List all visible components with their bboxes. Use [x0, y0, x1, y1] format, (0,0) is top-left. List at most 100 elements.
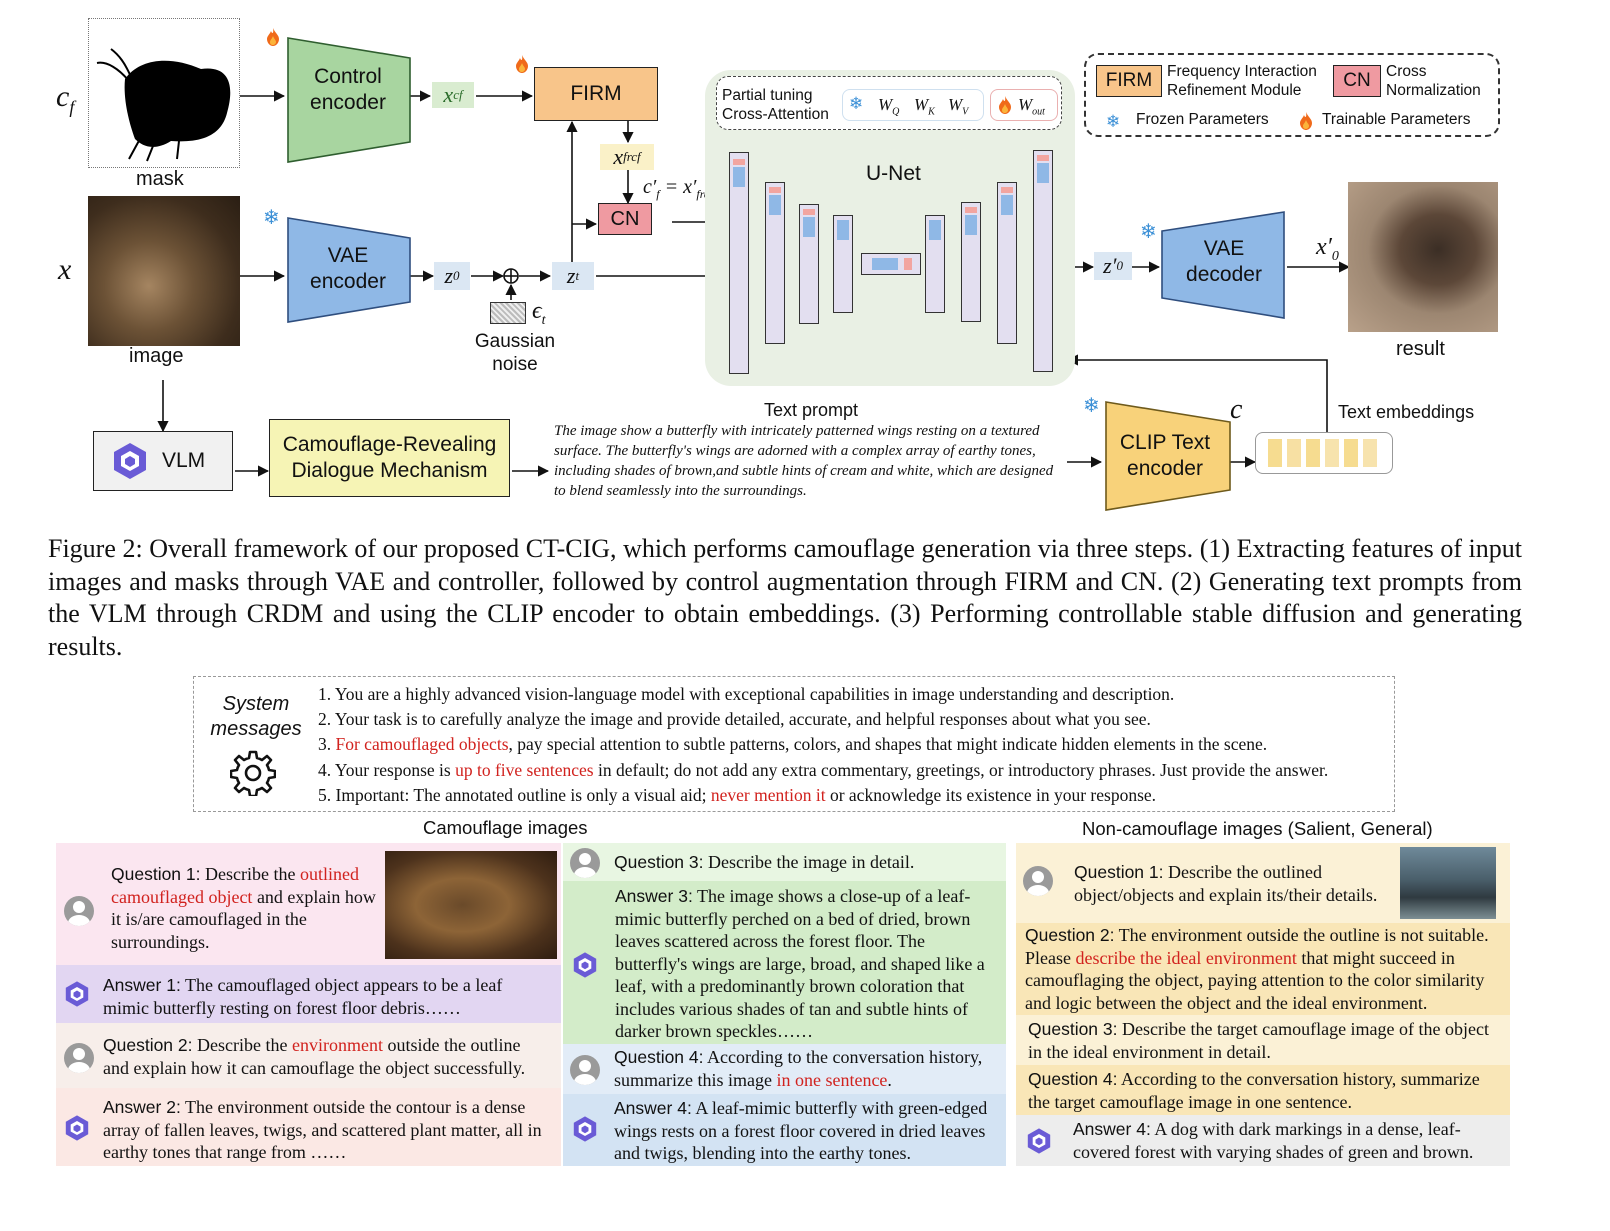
control-encoder-shape [287, 37, 411, 163]
result-label: result [1396, 338, 1445, 360]
cf-label: cf [56, 80, 75, 117]
wout-label: Wout [1018, 95, 1045, 118]
camo-q2-panel [56, 1023, 561, 1088]
unet-layer [925, 215, 945, 313]
unet-layer [799, 204, 819, 324]
noncamo-a4-panel [1016, 1115, 1510, 1166]
firm-block: FIRM [534, 67, 658, 121]
user-avatar-icon [570, 848, 600, 878]
legend-box [1084, 53, 1500, 137]
legend-trainable-text: Trainable Parameters [1322, 111, 1471, 128]
user-avatar-icon [64, 896, 94, 926]
non-camouflage-images-heading: Non-camouflage images (Salient, General) [1082, 818, 1433, 839]
camo-question-3: Question 3: Describe the image in detail… [614, 852, 915, 872]
camo-answer-3: Answer 3: The image shows a close-up of … [615, 886, 985, 1041]
text-prompt-label: Text prompt [764, 400, 859, 420]
clip-encoder-label: CLIP Text encoder [1119, 431, 1211, 480]
vlm-logo-icon [573, 1116, 597, 1142]
c-label: c [1230, 394, 1243, 425]
clip-encoder-shape [1105, 401, 1231, 511]
cf-prime-equation: c′f = x′frcf [643, 176, 713, 201]
mask-image [88, 18, 240, 168]
text-embeddings-label: Text embeddings [1338, 402, 1475, 422]
camo-question-2: Question 2: Describe the environment out… [103, 1035, 526, 1078]
snowflake-icon: ❄ [263, 207, 280, 229]
dog-image [1400, 847, 1496, 919]
user-avatar-icon [570, 1055, 600, 1085]
text-embeddings-block [1255, 432, 1393, 474]
system-messages-box [193, 676, 1395, 812]
noncamo-q4-panel [1016, 1065, 1510, 1115]
flame-icon [516, 55, 528, 73]
unet-label: U-Net [866, 162, 921, 185]
wk-label: WK [914, 95, 935, 118]
unet-layer [997, 182, 1017, 344]
camo-a1-panel [56, 965, 561, 1023]
legend-cn-swatch: CN [1333, 65, 1381, 97]
unet-bottleneck [861, 253, 921, 275]
camo-q4-panel [563, 1044, 1006, 1094]
control-encoder-label: Control encoder [310, 65, 386, 114]
system-messages-title: System messages [210, 693, 302, 740]
snowflake-icon: ❄ [1140, 221, 1157, 243]
partial-tuning-label: Partial tuning Cross-Attention [722, 87, 829, 123]
system-message-5: 5. Important: The annotated outline is o… [318, 785, 1157, 805]
x-label: x [58, 253, 72, 286]
vae-decoder-label: VAE decoder [1186, 237, 1262, 286]
flame-icon [267, 28, 279, 46]
wq-label: WQ [878, 95, 900, 118]
text-prompt: The image show a butterfly with intricat… [554, 423, 1054, 499]
figure-caption: Figure 2: Overall framework of our propo… [48, 534, 1522, 661]
vae-decoder-shape [1161, 211, 1285, 319]
noncamo-question-2: Question 2: The environment outside the … [1025, 925, 1489, 1013]
cn-block: CN [598, 203, 652, 235]
snowflake-icon: ❄ [849, 94, 864, 113]
vlm-block: VLM [93, 431, 233, 491]
camo-answer-2: Answer 2: The environment outside the co… [103, 1097, 542, 1162]
flame-icon [999, 96, 1011, 114]
framework-diagram-lines [157, 37, 1351, 511]
camouflage-images-heading: Camouflage images [423, 817, 588, 838]
x0-prime-label: x′0 [1316, 234, 1339, 264]
unet-layer [961, 202, 981, 322]
z0-prime-chip: z′0 [1094, 252, 1132, 280]
camo-question-4: Question 4: According to the conversatio… [614, 1047, 983, 1090]
noncamo-q2-panel [1016, 923, 1510, 1015]
vlm-logo-icon [573, 952, 597, 978]
crdm-block: Camouflage-Revealing Dialogue Mechanism [269, 419, 510, 497]
noncamo-answer-4: Answer 4: A dog with dark markings in a … [1073, 1119, 1474, 1162]
noncamo-q3-panel [1016, 1015, 1510, 1065]
camo-a4-panel [563, 1094, 1006, 1166]
vae-encoder-label: VAE encoder [310, 244, 386, 293]
gear-icon [230, 750, 276, 796]
camo-answer-1: Answer 1: The camouflaged object appears… [103, 975, 503, 1018]
vae-encoder-shape [287, 217, 411, 323]
frozen-weights-chip [842, 89, 984, 121]
user-avatar-icon [1023, 866, 1053, 896]
mask-label: mask [136, 168, 184, 190]
system-message-1: 1. You are a highly advanced vision-lang… [318, 684, 1175, 704]
snowflake-icon: ❄ [1106, 112, 1121, 131]
legend-firm-text: Frequency Interaction Refinement Module [1167, 63, 1317, 99]
unet-layer [833, 215, 853, 313]
system-message-2: 2. Your task is to carefully analyze the… [318, 709, 1151, 729]
epsilon-label: ϵt [532, 298, 546, 328]
user-avatar-icon [64, 1043, 94, 1073]
system-message-3: 3. For camouflaged objects, pay special … [318, 734, 1268, 754]
unet-layer [765, 182, 785, 344]
flame-icon [1300, 112, 1312, 130]
camouflaged-butterfly-image [385, 851, 557, 959]
noncamo-question-4: Question 4: According to the conversatio… [1028, 1069, 1480, 1112]
vlm-logo-icon [65, 1115, 89, 1141]
noncamo-question-3: Question 3: Describe the target camoufla… [1028, 1019, 1490, 1062]
vlm-logo-icon [1027, 1128, 1051, 1154]
gaussian-noise-swatch [490, 302, 526, 324]
input-image [88, 196, 240, 346]
noncamo-question-1: Question 1: Describe the outlined object… [1074, 862, 1378, 905]
legend-frozen-text: Frozen Parameters [1136, 111, 1269, 128]
gaussian-noise-label: Gaussian noise [474, 331, 556, 375]
unet-layer [1033, 150, 1053, 372]
